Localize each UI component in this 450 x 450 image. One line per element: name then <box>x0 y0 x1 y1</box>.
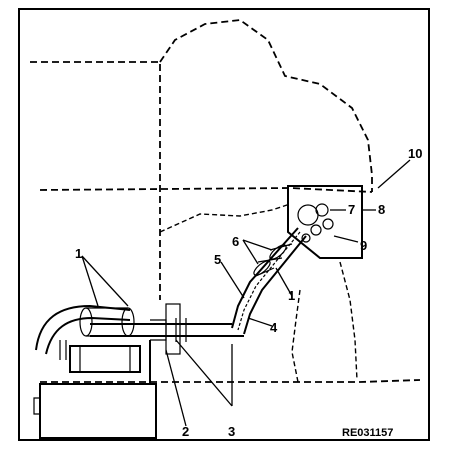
diagram-frame <box>18 8 430 441</box>
callout-6: 6 <box>232 234 239 249</box>
callout-labels: 1 1 2 3 4 5 6 7 8 9 10 RE031157 <box>75 146 422 439</box>
callout-5: 5 <box>214 252 221 267</box>
base-box <box>33 383 157 439</box>
callout-2: 2 <box>182 424 189 439</box>
callout-9: 9 <box>360 238 367 253</box>
leader-lines <box>81 159 411 427</box>
callout-3: 3 <box>228 424 235 439</box>
callout-1-left: 1 <box>75 246 82 261</box>
control-box <box>287 185 363 259</box>
callout-8: 8 <box>378 202 385 217</box>
left-cable-bundle <box>35 304 151 384</box>
callout-7: 7 <box>348 202 355 217</box>
figure-reference-code: RE031157 <box>342 427 393 439</box>
callout-4: 4 <box>270 320 278 335</box>
body-outline <box>30 19 421 383</box>
callout-10: 10 <box>408 146 422 161</box>
callout-1-right: 1 <box>288 288 295 303</box>
harness-diagonal <box>231 227 307 335</box>
